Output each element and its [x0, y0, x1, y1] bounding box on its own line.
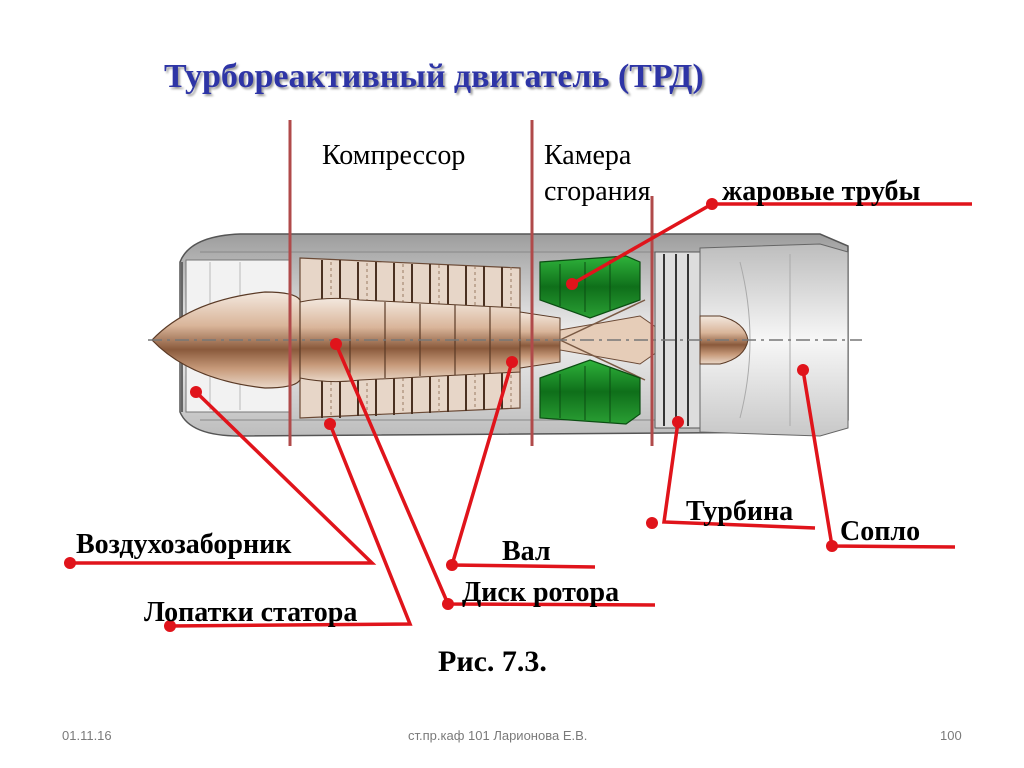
slide-title: Турбореактивный двигатель (ТРД) — [164, 58, 704, 95]
section-combustion-chamber-line2: сгорания — [544, 176, 651, 207]
label-air-intake: Воздухозаборник — [76, 529, 292, 560]
spinner-cone — [151, 291, 301, 389]
section-compressor: Компрессор — [322, 140, 466, 171]
label-nozzle: Сопло — [840, 516, 921, 547]
footer-date: 01.11.16 — [62, 728, 112, 743]
label-shaft: Вал — [502, 536, 551, 567]
label-flame-tubes: жаровые трубы — [722, 176, 921, 207]
section-combustion-chamber-line1: Камера — [544, 140, 632, 171]
leader-stator-blades — [169, 423, 413, 628]
leader-turbine — [661, 421, 816, 530]
compressor-stages — [299, 257, 521, 419]
figure-caption: Рис. 7.3. — [438, 645, 547, 678]
flame-tubes — [539, 255, 641, 425]
label-turbine: Турбина — [686, 496, 794, 527]
footer-author: ст.пр.каф 101 Ларионова Е.В. — [408, 728, 588, 743]
leader-air-intake — [70, 390, 377, 565]
leader-dots — [64, 198, 838, 632]
label-stator-blades: Лопатки статора — [144, 597, 358, 628]
footer-page-number: 100 — [940, 728, 962, 743]
label-rotor-disk: Диск ротора — [462, 577, 620, 608]
